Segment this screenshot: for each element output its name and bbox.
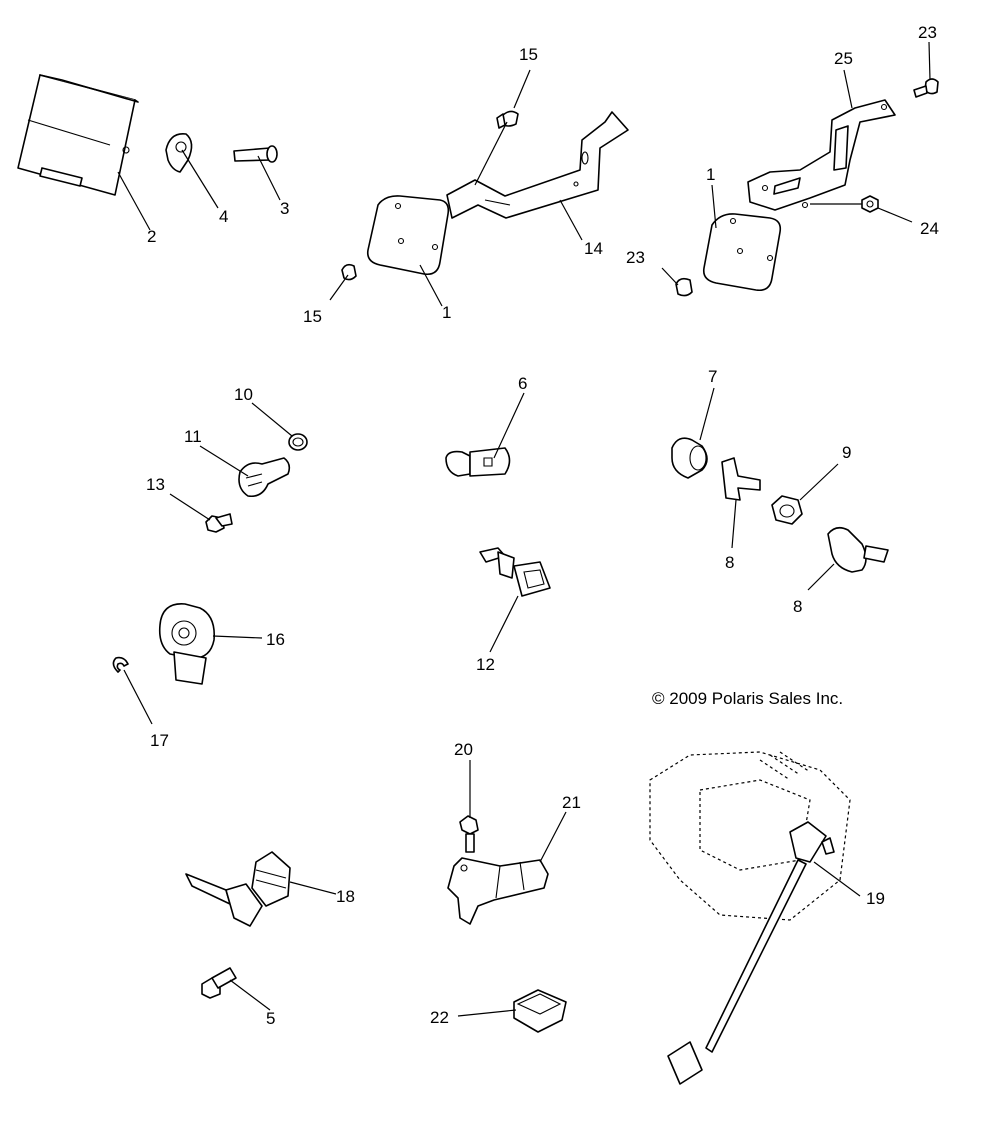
callout-14: 14 — [584, 239, 603, 258]
callout-5: 5 — [266, 1009, 275, 1028]
callout-15-bottom: 15 — [303, 307, 322, 326]
part-21-map-sensor — [447, 857, 549, 925]
callout-10: 10 — [234, 385, 253, 404]
callout-21: 21 — [562, 793, 581, 812]
part-1-cover-left — [366, 195, 450, 276]
part-19-engine-sensor — [649, 751, 851, 1085]
callout-17: 17 — [150, 731, 169, 750]
callout-18: 18 — [336, 887, 355, 906]
callout-9: 9 — [842, 443, 851, 462]
callout-1-left: 1 — [442, 303, 451, 322]
callout-1-right: 1 — [706, 165, 715, 184]
callout-6: 6 — [518, 374, 527, 393]
part-3-bolt — [233, 145, 278, 163]
part-5-bolt — [201, 967, 237, 999]
part-17-clip — [112, 656, 129, 673]
callout-8-lower: 8 — [793, 597, 802, 616]
callout-24: 24 — [920, 219, 939, 238]
part-12-temp-sensor — [479, 547, 551, 597]
part-13-bolt — [205, 513, 233, 533]
callout-15-top: 15 — [519, 45, 538, 64]
callout-labels: 2 4 3 15 14 1 15 1 25 23 23 24 10 11 13 … — [146, 23, 939, 1028]
callout-23-bottom: 23 — [626, 248, 645, 267]
part-8-clip-upper — [721, 457, 761, 501]
part-16-knock-sensor — [158, 603, 216, 685]
part-23-screw-bottom — [675, 277, 693, 297]
part-6-plug — [445, 447, 511, 477]
part-8-sensor-lower — [827, 526, 889, 573]
part-10-o-ring — [288, 433, 308, 451]
part-2-ecu — [17, 74, 139, 196]
callout-16: 16 — [266, 630, 285, 649]
callout-19: 19 — [866, 889, 885, 908]
part-7-cap — [671, 437, 708, 479]
part-1-cover-right — [702, 213, 782, 292]
part-14-bracket — [446, 111, 629, 219]
callout-2: 2 — [147, 227, 156, 246]
callout-20: 20 — [454, 740, 473, 759]
copyright-notice: © 2009 Polaris Sales Inc. — [652, 689, 843, 708]
callout-12: 12 — [476, 655, 495, 674]
part-15-top-pin — [496, 110, 519, 129]
callout-25: 25 — [834, 49, 853, 68]
callout-22: 22 — [430, 1008, 449, 1027]
callout-11: 11 — [184, 427, 202, 446]
callout-23-top: 23 — [918, 23, 937, 42]
part-20-bolt — [459, 815, 479, 853]
part-18-crank-sensor — [185, 851, 291, 927]
part-25-bracket — [747, 99, 896, 211]
part-22-switch — [513, 989, 567, 1033]
callout-13: 13 — [146, 475, 165, 494]
part-24-nut — [861, 195, 879, 213]
callout-4: 4 — [219, 207, 228, 226]
part-23-screw-top — [913, 78, 939, 98]
part-15-bottom-pin — [341, 263, 357, 281]
callout-7: 7 — [708, 367, 717, 386]
callout-3: 3 — [280, 199, 289, 218]
part-11-sensor — [238, 457, 291, 498]
callout-8-upper: 8 — [725, 553, 734, 572]
part-4-clamp — [165, 133, 193, 173]
part-9-nut — [771, 495, 803, 525]
leader-lines — [117, 41, 931, 1017]
